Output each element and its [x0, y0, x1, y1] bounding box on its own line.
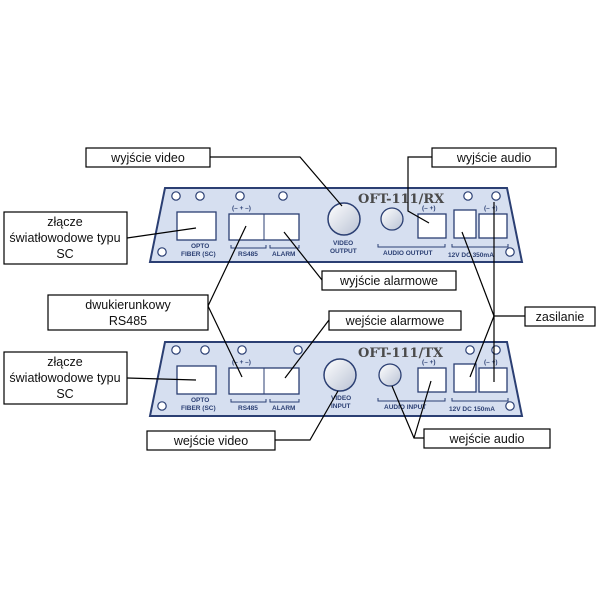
rx-audio-jack[interactable]: [380, 207, 404, 231]
svg-text:SC: SC: [56, 387, 73, 401]
rx-video-label-1: VIDEO: [333, 240, 353, 247]
tx-alarm-label: ALARM: [272, 405, 295, 412]
callout-tx-audio-in: wejście audio: [423, 428, 551, 449]
svg-text:złącze: złącze: [47, 355, 82, 369]
callout-rx-fiber: złącze światłowodowe typu SC: [3, 211, 128, 265]
rx-power-terminal[interactable]: [478, 213, 508, 239]
svg-text:wyjście video: wyjście video: [110, 151, 185, 165]
rx-panel: OFT-111/RX OPTO FIBER (SC) (– + –) RS485…: [148, 187, 524, 263]
tx-power-label: 12V DC 150mA: [449, 406, 495, 413]
svg-text:złącze: złącze: [47, 215, 82, 229]
rx-power-jack[interactable]: [453, 209, 477, 239]
tx-rs485-label: RS485: [238, 405, 258, 412]
svg-text:wyjście audio: wyjście audio: [456, 151, 531, 165]
tx-video-label-2: INPUT: [331, 403, 351, 410]
svg-text:RS485: RS485: [109, 314, 147, 328]
rx-power-polarity: (– +): [484, 205, 498, 212]
tx-rs485-polarity: (– + –): [232, 359, 251, 366]
rx-rs485-label: RS485: [238, 251, 258, 258]
tx-model-title: OFT-111/TX: [358, 346, 444, 361]
tx-mounting-holes: [157, 345, 515, 411]
callout-rx-alarm-out: wyjście alarmowe: [321, 270, 457, 291]
svg-text:światłowodowe typu: światłowodowe typu: [9, 371, 120, 385]
rx-audio-polarity: (– +): [422, 205, 436, 212]
tx-audio-label: AUDIO INPUT: [384, 404, 426, 411]
svg-text:dwukierunkowy: dwukierunkowy: [85, 298, 171, 312]
rx-audio-label: AUDIO OUTPUT: [383, 250, 433, 257]
rx-video-connector[interactable]: [327, 202, 361, 236]
rx-fiber-port[interactable]: [176, 211, 217, 241]
tx-opto-label-1: OPTO: [191, 397, 209, 404]
callout-rx-video-out: wyjście video: [85, 147, 211, 168]
leader-lines: [126, 156, 525, 441]
svg-text:światłowodowe typu: światłowodowe typu: [9, 231, 120, 245]
tx-video-connector[interactable]: [323, 358, 357, 392]
callout-rs485: dwukierunkowy RS485: [47, 294, 209, 331]
callout-rx-audio-out: wyjście audio: [431, 147, 557, 168]
rx-mounting-holes: [157, 191, 515, 257]
tx-audio-polarity: (– +): [422, 359, 436, 366]
rx-alarm-label: ALARM: [272, 251, 295, 258]
tx-panel: OFT-111/TX OPTO FIBER (SC) (– + –) RS485…: [148, 341, 524, 417]
rx-opto-label-1: OPTO: [191, 243, 209, 250]
rx-rs485-polarity: (– + –): [232, 205, 251, 212]
svg-text:wejście video: wejście video: [173, 434, 248, 448]
svg-text:wejście audio: wejście audio: [448, 432, 524, 446]
tx-power-polarity: (– +): [484, 359, 498, 366]
tx-opto-label-2: FIBER (SC): [181, 405, 216, 412]
callout-tx-alarm-in: wejście alarmowe: [328, 310, 462, 331]
svg-text:SC: SC: [56, 247, 73, 261]
callout-tx-fiber: złącze światłowodowe typu SC: [3, 351, 128, 405]
svg-text:wejście alarmowe: wejście alarmowe: [345, 314, 445, 328]
tx-power-terminal[interactable]: [478, 367, 508, 393]
rx-audio-terminal[interactable]: [417, 213, 447, 239]
rx-video-label-2: OUTPUT: [330, 248, 357, 255]
callout-power: zasilanie: [524, 306, 596, 327]
svg-text:wyjście alarmowe: wyjście alarmowe: [339, 274, 438, 288]
rx-opto-label-2: FIBER (SC): [181, 251, 216, 258]
callout-tx-video-in: wejście video: [146, 430, 276, 451]
svg-text:zasilanie: zasilanie: [536, 310, 585, 324]
tx-power-jack[interactable]: [453, 363, 477, 393]
rx-model-title: OFT-111/RX: [358, 192, 445, 207]
tx-audio-terminal[interactable]: [417, 367, 447, 393]
tx-video-label-1: VIDEO: [331, 395, 351, 402]
tx-audio-jack[interactable]: [378, 363, 402, 387]
